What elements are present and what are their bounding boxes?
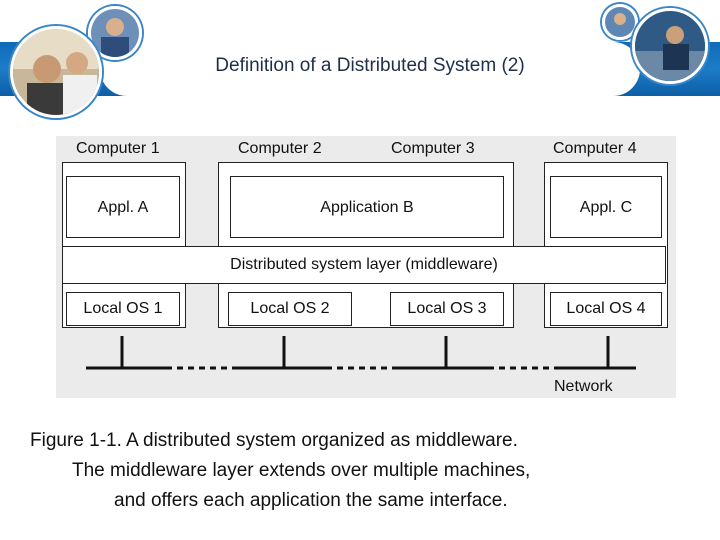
local-os-box: Local OS 3: [390, 292, 504, 326]
local-os-box: Local OS 2: [228, 292, 352, 326]
slide-title: Definition of a Distributed System (2): [215, 55, 525, 76]
computer-label: Computer 3: [391, 140, 475, 157]
local-os-label: Local OS 2: [250, 300, 330, 317]
application-label: Appl. A: [97, 199, 149, 216]
local-os-label: Local OS 4: [566, 300, 646, 317]
header-photo-tiny: [602, 4, 638, 40]
application-label: Application B: [320, 199, 414, 216]
computer-label: Computer 4: [553, 140, 637, 157]
local-os-label: Local OS 3: [407, 300, 487, 317]
local-os-box: Local OS 4: [550, 292, 662, 326]
figure-caption-line: Figure 1-1. A distributed system organiz…: [30, 430, 518, 451]
application-box: Appl. A: [66, 176, 180, 238]
header-photo-office: [632, 8, 708, 84]
computer-label: Computer 1: [76, 140, 160, 157]
middleware-layer: Distributed system layer (middleware): [62, 246, 666, 284]
local-os-label: Local OS 1: [83, 300, 163, 317]
network-bus: [86, 336, 636, 370]
application-box: Appl. C: [550, 176, 662, 238]
middleware-diagram: Computer 1 Computer 2 Computer 3 Compute…: [56, 136, 676, 398]
application-box: Application B: [230, 176, 504, 238]
computer-label: Computer 2: [238, 140, 322, 157]
local-os-box: Local OS 1: [66, 292, 180, 326]
header-photo-small: [88, 6, 142, 60]
application-label: Appl. C: [579, 199, 633, 216]
figure-caption-line: and offers each application the same int…: [114, 490, 508, 511]
title-pill: [100, 42, 640, 96]
header-photo-people: [10, 26, 102, 118]
network-label: Network: [554, 378, 613, 395]
figure-caption-line: The middleware layer extends over multip…: [72, 460, 531, 481]
middleware-label: Distributed system layer (middleware): [230, 256, 498, 273]
